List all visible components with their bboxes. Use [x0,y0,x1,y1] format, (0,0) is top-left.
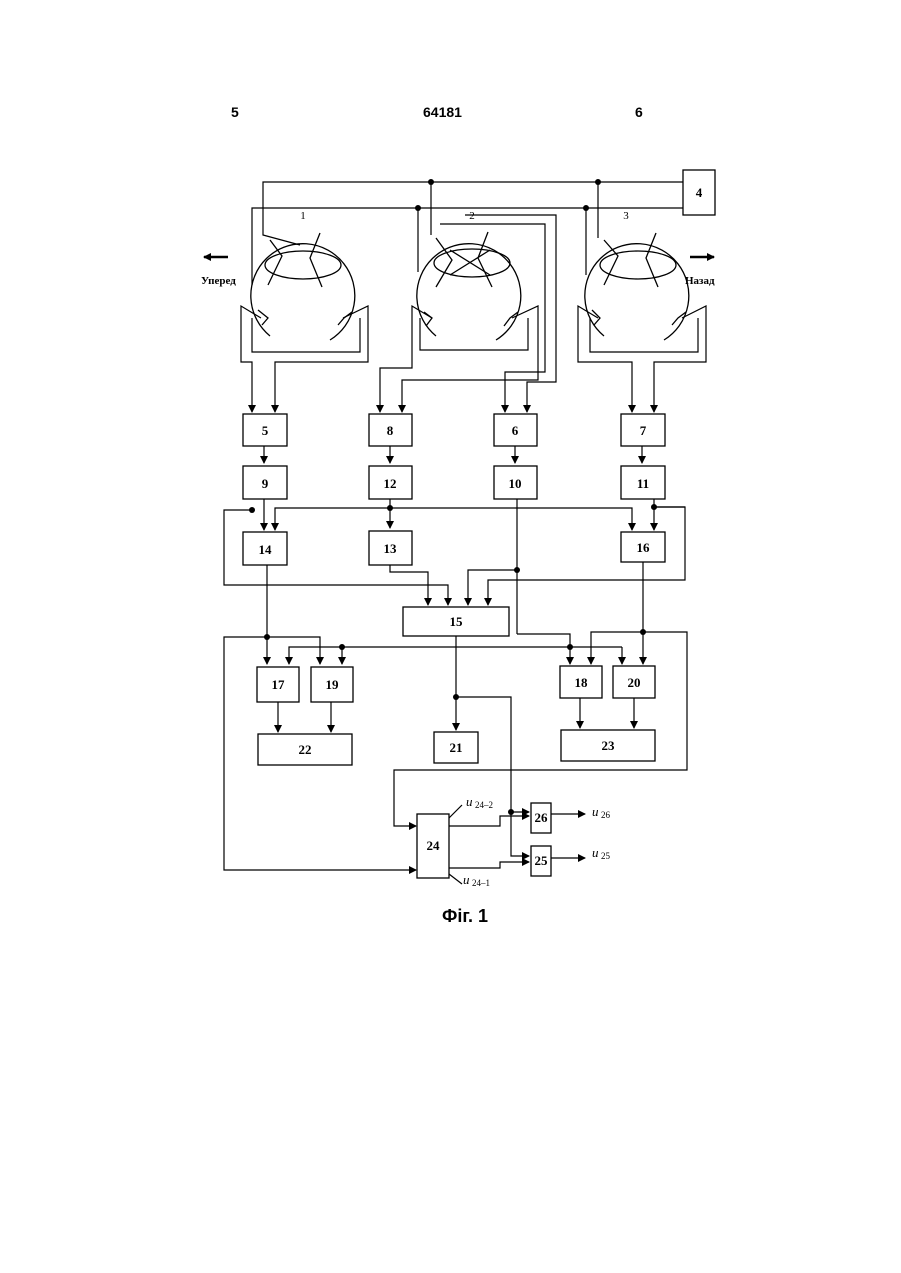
block-5: 5 [243,414,287,446]
svg-text:24–1: 24–1 [472,878,490,888]
svg-text:25: 25 [601,851,611,861]
block-8: 8 [369,414,412,446]
block-16: 16 [621,532,665,562]
svg-text:26: 26 [535,810,549,825]
block-19: 19 [311,667,353,702]
svg-text:12: 12 [384,476,397,491]
block-11: 11 [621,466,665,499]
motor-2 [417,232,521,340]
svg-text:21: 21 [450,740,463,755]
block-25: 25 [531,846,551,876]
svg-text:11: 11 [637,476,649,491]
signal-u26: u 26 [592,804,611,820]
svg-text:9: 9 [262,476,269,491]
signal-u24-1: u 24–1 [463,872,490,888]
block-7: 7 [621,414,665,446]
svg-text:26: 26 [601,810,611,820]
signal-u24-2: u 24–2 [466,794,493,810]
block-10: 10 [494,466,537,499]
svg-text:u: u [592,845,599,860]
svg-text:20: 20 [628,675,641,690]
block-23: 23 [561,730,655,761]
direction-forward-indicator: Уперед [201,257,236,287]
block-17: 17 [257,667,299,702]
block-24: 24 [417,814,449,878]
svg-text:13: 13 [384,541,398,556]
svg-text:16: 16 [637,540,651,555]
signal-u25: u 25 [592,845,611,861]
block-21: 21 [434,732,478,763]
figure-caption: Фіг. 1 [420,906,510,927]
svg-text:4: 4 [696,185,703,200]
svg-text:24–2: 24–2 [475,800,493,810]
svg-text:u: u [466,794,473,809]
direction-back-indicator: Назад [685,257,715,287]
svg-text:14: 14 [259,542,273,557]
block-20: 20 [613,666,655,698]
block-14: 14 [243,532,287,565]
svg-text:u: u [592,804,599,819]
motor-2-label: 2 [469,210,475,222]
motor-1 [251,233,355,340]
svg-text:25: 25 [535,853,549,868]
svg-text:23: 23 [602,738,616,753]
direction-forward-label: Уперед [201,275,236,287]
svg-text:22: 22 [299,742,312,757]
block-12: 12 [369,466,412,499]
svg-text:17: 17 [272,677,286,692]
junction-dots [249,179,657,815]
svg-text:24: 24 [427,838,441,853]
svg-text:5: 5 [262,423,269,438]
svg-text:8: 8 [387,423,394,438]
svg-text:u: u [463,872,470,887]
block-26: 26 [531,803,551,833]
svg-text:6: 6 [512,423,519,438]
svg-text:7: 7 [640,423,647,438]
block-18: 18 [560,666,602,698]
svg-text:19: 19 [326,677,340,692]
svg-text:15: 15 [450,614,464,629]
block-9: 9 [243,466,287,499]
block-13: 13 [369,531,412,565]
block-4: 4 [683,170,715,215]
svg-text:10: 10 [509,476,522,491]
block-15: 15 [403,607,509,636]
motor-3 [585,233,689,340]
svg-text:18: 18 [575,675,589,690]
direction-back-label: Назад [685,275,715,287]
motor-1-label: 1 [300,210,306,222]
motor-3-label: 3 [623,210,629,222]
block-6: 6 [494,414,537,446]
block-22: 22 [258,734,352,765]
